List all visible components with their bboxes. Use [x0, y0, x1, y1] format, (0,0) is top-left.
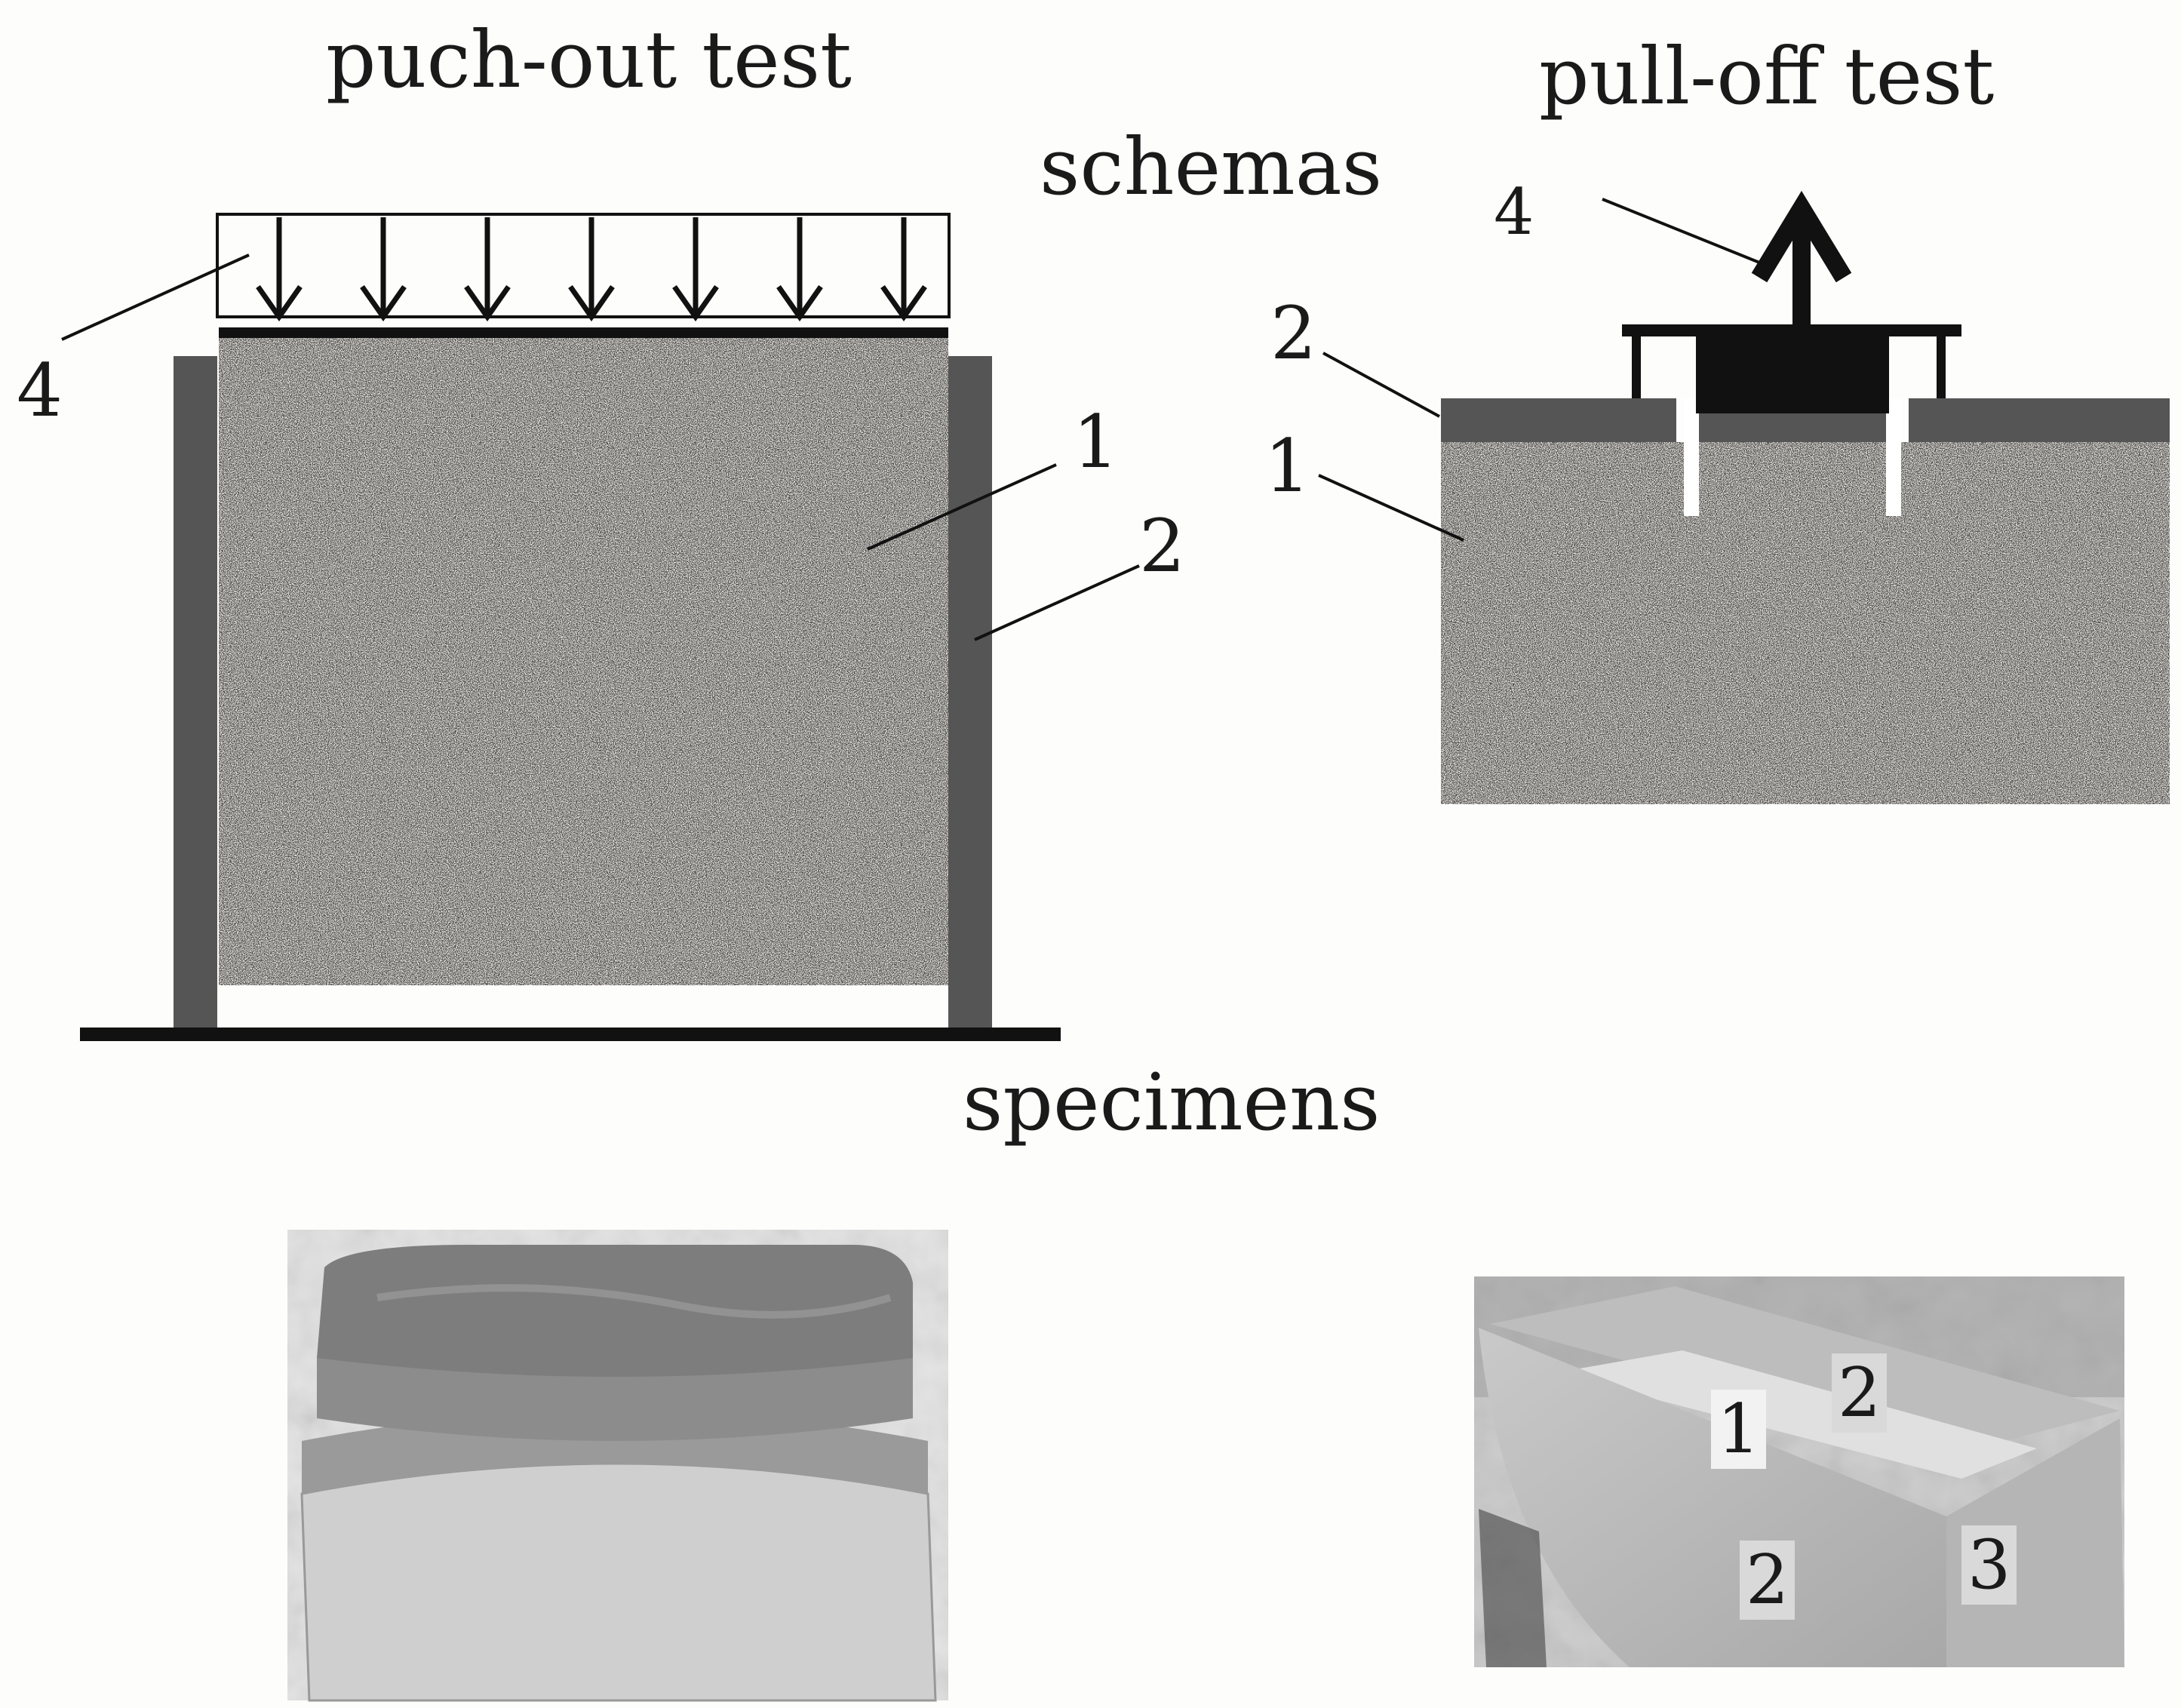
pushout-arrows — [256, 217, 927, 322]
trough-end-plate — [1946, 1418, 2124, 1667]
pulloff-schema — [1318, 190, 2171, 806]
pulloff-frame-bar — [1622, 324, 1961, 336]
photo-label-2-bottom: 2 — [1740, 1541, 1795, 1620]
schemas-heading: schemas — [1040, 121, 1383, 213]
pulloff-disc — [1696, 336, 1889, 413]
leader-line-1 — [1318, 474, 1464, 542]
load-arrow — [672, 217, 719, 322]
photo-label-2-top: 2 — [1832, 1353, 1888, 1433]
pull-arrow — [1751, 190, 1852, 324]
load-arrow — [360, 217, 407, 322]
pushout-title: puch-out test — [326, 14, 852, 106]
pulloff-label-1: 1 — [1264, 424, 1311, 508]
load-arrow — [256, 217, 303, 322]
specimen-slab-top — [317, 1245, 913, 1377]
load-arrow — [464, 217, 511, 322]
pulloff-frame-leg-left — [1632, 336, 1641, 398]
pulloff-concrete-base — [1439, 441, 2171, 806]
trough-concrete-fill — [1554, 1350, 2037, 1479]
load-arrow — [568, 217, 615, 322]
leader-line-4 — [1602, 198, 1775, 270]
pushout-label-2: 2 — [1139, 504, 1186, 588]
pulloff-specimen-photo — [1474, 1276, 2124, 1667]
pulloff-overlay-left — [1441, 398, 1676, 442]
pushout-label-1: 1 — [1073, 400, 1120, 484]
photo-label-1: 1 — [1711, 1390, 1767, 1469]
load-arrow — [880, 217, 927, 322]
pushout-schema — [61, 213, 1140, 1041]
trough-back-wall — [1490, 1286, 2120, 1452]
pulloff-overlay-right — [1909, 398, 2170, 442]
pushout-load-box — [216, 213, 951, 318]
leader-line-2 — [1322, 352, 1440, 418]
load-arrow — [776, 217, 823, 322]
pushout-left-wall — [174, 356, 217, 1029]
pulloff-frame-leg-right — [1937, 336, 1946, 398]
pulloff-cut-right — [1886, 398, 1901, 516]
trough-front-wall — [1479, 1328, 1954, 1667]
pulloff-core-overlay — [1699, 413, 1886, 442]
pushout-right-wall — [948, 356, 992, 1029]
leader-line-4 — [61, 253, 250, 341]
specimen-mold-side — [300, 1462, 937, 1702]
pulloff-title: pull-off test — [1539, 30, 1995, 122]
leader-line-1 — [867, 463, 1057, 551]
pushout-specimen-photo — [287, 1230, 948, 1702]
pushout-base — [80, 1028, 1061, 1041]
pushout-concrete-block — [219, 338, 948, 985]
pushout-load-plate — [219, 327, 948, 338]
leader-line-2 — [974, 564, 1140, 641]
pulloff-label-2: 2 — [1270, 291, 1317, 376]
specimens-heading: specimens — [963, 1056, 1381, 1148]
pushout-label-4: 4 — [17, 349, 63, 433]
pulloff-cut-left — [1684, 398, 1699, 516]
pulloff-label-4: 4 — [1494, 175, 1534, 249]
photo-label-3: 3 — [1961, 1525, 2017, 1605]
specimen-slab-side — [317, 1358, 913, 1441]
